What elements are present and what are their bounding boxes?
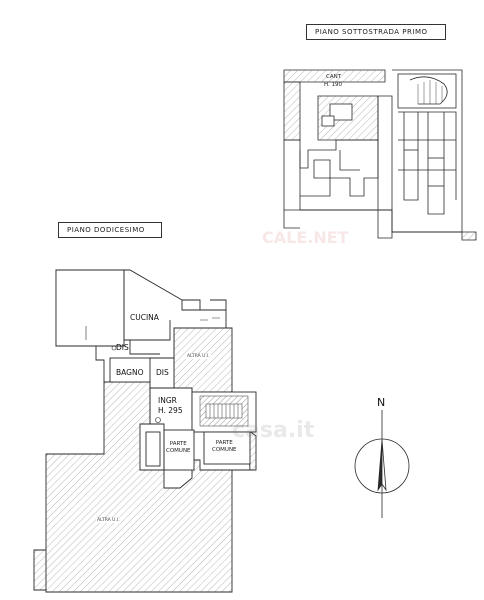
room-label-cant-height: H. 190 (324, 82, 343, 88)
room-label-ingr-height: H. 295 (158, 406, 183, 415)
room-label-parte-comune-2: PARTE COMUNE (212, 440, 237, 453)
room-label-cant: CANT (326, 74, 342, 80)
twelfth-floor-title-text: PIANO DODICESIMO (67, 226, 145, 234)
room-label-bagno: BAGNO (116, 368, 144, 377)
basement-title: PIANO SOTTOSTRADA PRIMO (306, 24, 446, 40)
basement-plan (283, 69, 477, 241)
room-label-ingr: INGR (158, 396, 177, 405)
north-label: N (377, 396, 386, 409)
watermark-mid: casa.it (232, 418, 315, 443)
compass (354, 410, 410, 518)
twelfth-floor-plan (33, 269, 257, 593)
room-label-dis-2: DIS (156, 368, 169, 377)
twelfth-floor-title: PIANO DODICESIMO (58, 222, 162, 238)
basement-title-text: PIANO SOTTOSTRADA PRIMO (315, 28, 428, 36)
room-label-cucina: CUCINA (130, 313, 159, 322)
room-label-dis-1: DIS (116, 343, 129, 352)
room-label-parte-comune-1: PARTE COMUNE (166, 441, 191, 454)
room-label-altra-ui-2: ALTRA U.I. (96, 518, 121, 523)
altra-ui-area (33, 381, 257, 593)
room-label-altra-ui-1: ALTRA U.I. (186, 354, 211, 359)
watermark-top: CALE.NET (262, 228, 349, 247)
